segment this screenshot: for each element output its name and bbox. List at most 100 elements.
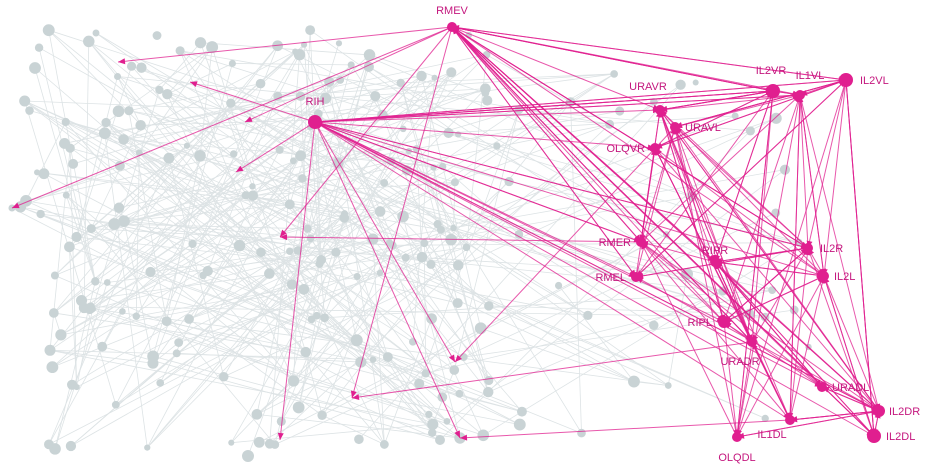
background-node	[426, 313, 437, 324]
highlighted-edge	[674, 126, 738, 438]
background-node	[112, 105, 125, 118]
background-edge	[24, 100, 293, 285]
background-node	[292, 48, 299, 55]
background-edge	[117, 76, 142, 126]
background-edge	[309, 127, 358, 341]
edge-arrowhead	[245, 116, 253, 122]
highlighted-edge	[451, 26, 801, 96]
edge-arrowhead	[280, 229, 287, 237]
highlighted-edge	[11, 26, 453, 209]
node-il2dr	[873, 405, 885, 417]
highlighted-edge	[674, 94, 801, 128]
background-node	[147, 357, 159, 369]
background-edge	[335, 252, 427, 374]
highlighted-edge	[659, 109, 880, 412]
background-edge	[297, 250, 336, 253]
background-edge	[300, 95, 376, 157]
background-node	[425, 410, 433, 419]
background-edge	[159, 167, 434, 384]
background-edge	[166, 320, 523, 413]
background-node	[436, 225, 445, 234]
node-rmev	[447, 22, 457, 32]
background-edge	[52, 320, 167, 368]
background-node	[414, 378, 425, 389]
background-node	[298, 284, 310, 295]
background-edge	[65, 121, 294, 382]
background-edge	[76, 308, 93, 388]
background-node	[474, 322, 487, 335]
node-label-il2vl: IL2VL	[860, 75, 889, 87]
background-node	[370, 91, 381, 102]
highlighted-edge	[736, 90, 774, 438]
background-edge	[104, 132, 766, 419]
edge-arrowhead	[454, 430, 460, 438]
background-node	[483, 386, 494, 398]
highlighted-edge	[314, 121, 809, 249]
highlighted-edge	[635, 79, 847, 278]
background-node	[431, 74, 438, 81]
background-node	[610, 70, 618, 78]
node-ripl	[718, 316, 730, 328]
highlighted-edge	[235, 121, 316, 173]
background-node	[75, 295, 88, 307]
background-edge	[117, 76, 610, 125]
background-edge	[48, 272, 381, 445]
background-node	[789, 305, 799, 315]
node-rmer	[636, 237, 646, 247]
highlighted-edge	[314, 121, 656, 149]
background-node	[287, 375, 300, 387]
node-olqdl	[732, 432, 742, 442]
background-node	[335, 40, 343, 47]
background-node	[36, 209, 45, 219]
background-node	[449, 365, 460, 375]
background-node	[745, 126, 755, 136]
background-node	[452, 259, 464, 271]
background-node	[484, 375, 494, 386]
background-edge	[310, 238, 434, 425]
node-rih	[308, 115, 322, 129]
background-node	[114, 160, 125, 171]
highlighted-edge	[723, 94, 801, 323]
background-edge	[448, 132, 693, 197]
background-edge	[279, 149, 724, 292]
highlighted-edge	[640, 147, 656, 243]
background-node	[427, 418, 439, 430]
background-node	[628, 375, 640, 388]
background-edge	[239, 204, 291, 246]
background-node	[462, 243, 471, 252]
background-edge	[293, 380, 520, 425]
background-edge	[25, 153, 234, 202]
background-node	[44, 439, 54, 450]
node-il1dl	[785, 415, 795, 425]
background-edge	[400, 82, 459, 304]
background-node	[459, 353, 468, 362]
background-edge	[302, 177, 773, 291]
background-node	[161, 316, 172, 327]
background-node	[61, 117, 70, 127]
background-node	[152, 31, 162, 40]
background-edge	[50, 349, 374, 361]
background-node	[89, 305, 96, 313]
background-edge	[558, 285, 635, 382]
background-node	[242, 450, 254, 462]
background-node	[428, 428, 437, 437]
edge-arrowhead	[12, 202, 20, 209]
background-node	[450, 178, 459, 187]
edge-arrowhead	[455, 354, 462, 362]
background-edge	[338, 110, 620, 164]
node-il2vr	[766, 84, 780, 98]
background-node	[675, 79, 686, 90]
highlighted-edge	[789, 247, 809, 421]
node-label-il2l: IL2L	[834, 271, 855, 283]
node-il2vl	[839, 73, 853, 87]
background-node	[768, 286, 777, 295]
background-edge	[269, 123, 610, 445]
background-node	[664, 382, 672, 389]
background-node	[396, 78, 405, 88]
highlighted-edge	[117, 26, 453, 63]
node-label-rih: RIH	[306, 96, 325, 108]
background-edge	[488, 305, 750, 315]
background-edge	[114, 223, 357, 341]
background-edge	[319, 54, 370, 264]
highlighted-edge	[674, 126, 725, 323]
